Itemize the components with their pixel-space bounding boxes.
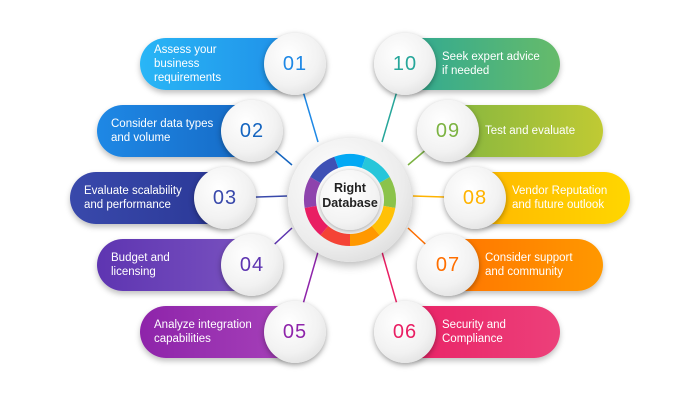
center-label: Right Database xyxy=(300,181,400,211)
step-text: Seek expert advice if needed xyxy=(442,51,540,77)
ring-segment xyxy=(304,177,321,208)
ring-segment xyxy=(371,205,396,236)
ring-segment xyxy=(310,156,339,183)
step-text: Test and evaluate xyxy=(485,125,576,137)
step-text: Evaluate scalability and performance xyxy=(84,185,182,211)
step-text: Consider support and community xyxy=(485,252,573,278)
step-number-badge: 10 xyxy=(374,33,436,95)
step-number-badge: 07 xyxy=(417,234,479,296)
step-text: Budget and licensing xyxy=(111,252,170,278)
step-text: Vendor Reputation and future outlook xyxy=(512,185,608,211)
step-number-badge: 08 xyxy=(444,167,506,229)
center-color-ring xyxy=(304,154,396,246)
ring-segment xyxy=(361,156,390,183)
step-text: Consider data types and volume xyxy=(111,118,214,144)
step-number-badge: 01 xyxy=(264,33,326,95)
ring-segment xyxy=(334,154,366,169)
center-label-line1: Right xyxy=(334,181,366,195)
ring-segment xyxy=(304,205,329,236)
step-text: Analyze integration capabilities xyxy=(154,319,252,345)
step-number-badge: 09 xyxy=(417,100,479,162)
step-number-badge: 02 xyxy=(221,100,283,162)
step-text: Assess your business requirements xyxy=(154,44,222,84)
ring-segment xyxy=(350,226,380,246)
step-text: Security and Compliance xyxy=(442,319,506,345)
ring-segment xyxy=(320,226,350,246)
step-number-badge: 06 xyxy=(374,301,436,363)
step-number-badge: 04 xyxy=(221,234,283,296)
center-label-line2: Database xyxy=(322,196,378,210)
ring-segment xyxy=(379,177,396,208)
step-number-badge: 05 xyxy=(264,301,326,363)
step-number-badge: 03 xyxy=(194,167,256,229)
center-disc xyxy=(320,170,380,230)
